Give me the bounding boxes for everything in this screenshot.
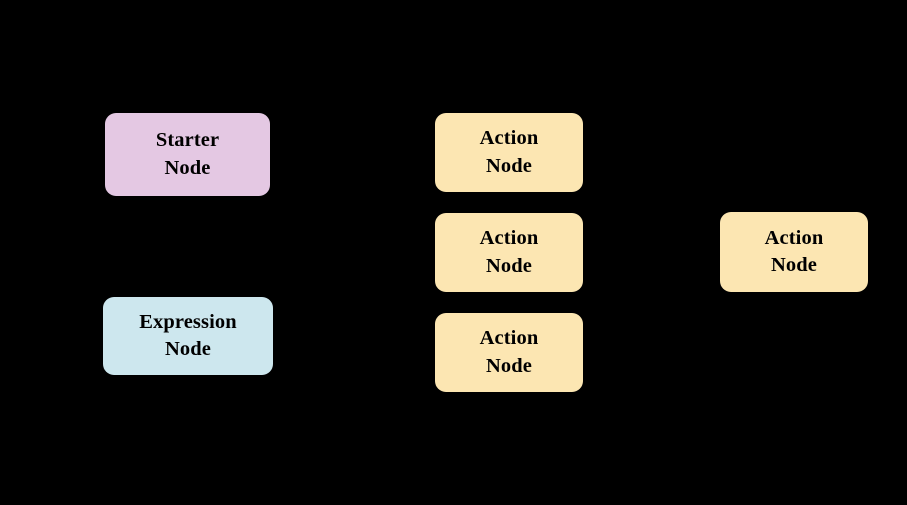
node-label-line2: Node: [486, 354, 532, 377]
node-label-line1: Starter: [155, 129, 220, 152]
node-label-line2: Node: [771, 254, 817, 276]
node-label-line1: Action: [479, 127, 539, 150]
node-label-line2: Node: [486, 254, 532, 277]
node-label-line2: Node: [486, 154, 532, 177]
node-label-line1: Expression: [139, 310, 237, 333]
node-label-line1: Action: [479, 327, 539, 350]
edge-expression-to-action-1: [273, 146, 437, 337]
node-label-line2: Node: [165, 338, 211, 360]
edge-action-1-to-action-4: [583, 151, 722, 258]
edge-action-3-to-action-4: [583, 246, 722, 353]
edge-expression-to-action-2: [273, 246, 437, 337]
node-label-line1: Action: [764, 226, 824, 249]
edge-expression-to-action-3: [273, 335, 437, 358]
node-label-line2: Node: [164, 156, 211, 179]
node-label-line1: Action: [479, 227, 539, 250]
